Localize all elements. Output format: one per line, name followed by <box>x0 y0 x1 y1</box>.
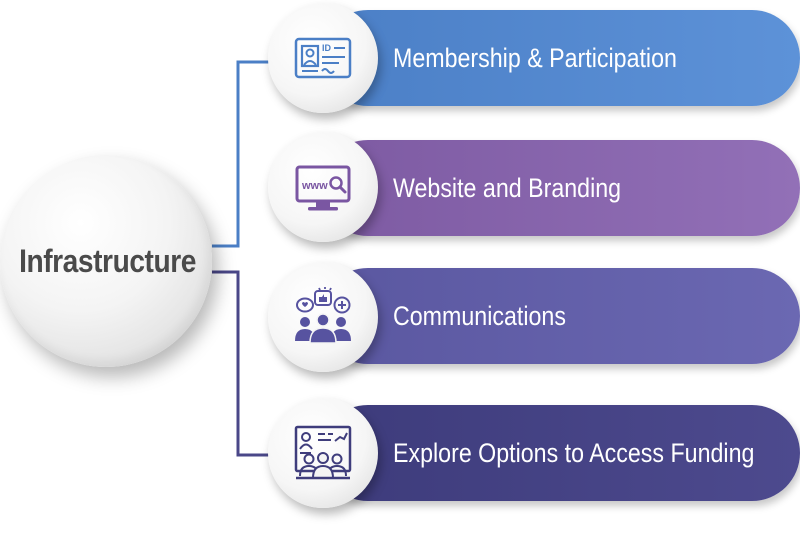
icon-bubble-website: www <box>268 132 378 242</box>
www-text: www <box>301 180 328 192</box>
icon-bubble-funding <box>268 398 378 508</box>
item-label-membership: Membership & Participation <box>393 42 677 73</box>
icon-bubble-communications <box>268 262 378 372</box>
id-card-icon: ID <box>294 37 352 79</box>
item-website-branding: Website and Branding <box>320 140 800 236</box>
chat-group-icon <box>295 287 351 344</box>
hub-circle: Infrastructure <box>0 155 212 367</box>
website-monitor-icon: www <box>295 165 351 211</box>
presentation-audience-icon <box>294 425 352 480</box>
item-membership-participation: Membership & Participation <box>320 10 800 106</box>
item-label-website: Website and Branding <box>393 172 622 203</box>
connector-upper <box>212 60 272 248</box>
hub-label: Infrastructure <box>19 242 197 279</box>
item-communications: Communications <box>320 268 800 364</box>
item-explore-funding: Explore Options to Access Funding <box>320 405 800 501</box>
connector-lower <box>212 270 272 457</box>
item-label-funding: Explore Options to Access Funding <box>393 437 755 468</box>
item-label-communications: Communications <box>393 300 566 331</box>
id-tag-text: ID <box>322 43 332 53</box>
icon-bubble-membership: ID <box>268 3 378 113</box>
